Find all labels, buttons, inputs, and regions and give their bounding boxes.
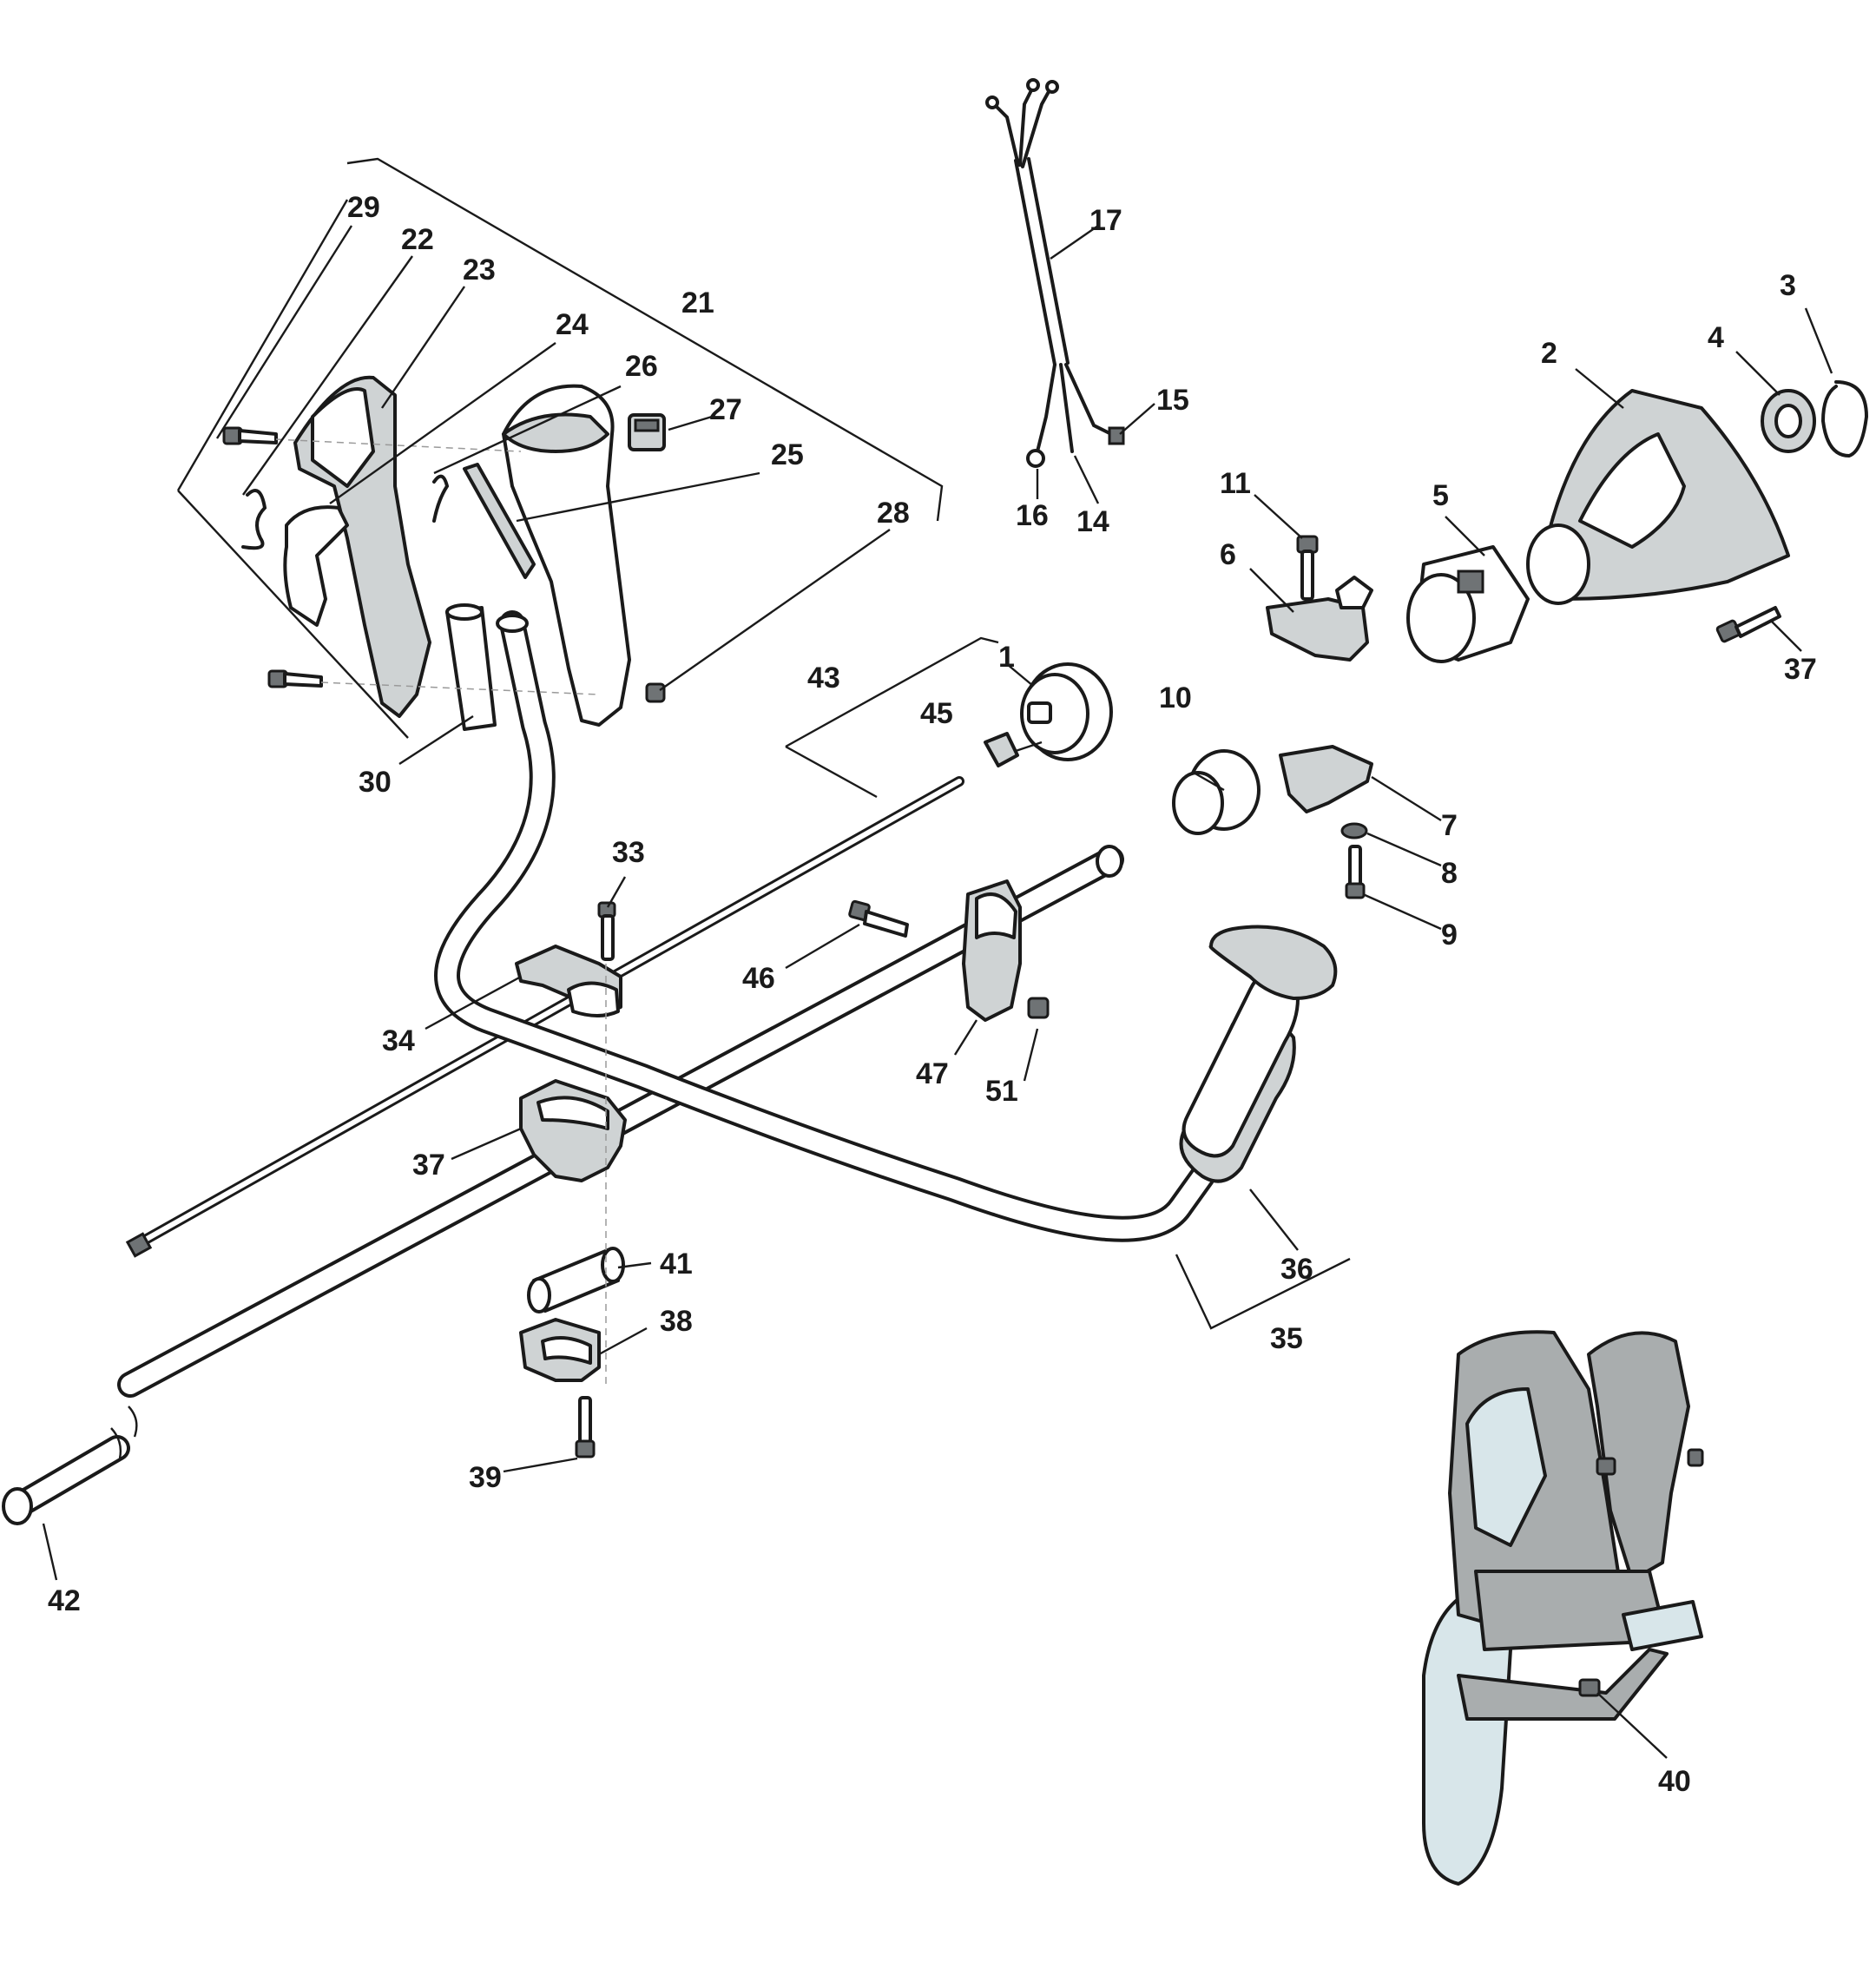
bracket-21-left (176, 199, 349, 491)
head-screw (1345, 845, 1366, 899)
bevel-housing-cone (1526, 389, 1790, 605)
head-clamp-screw (1296, 535, 1319, 601)
right-grip (1179, 925, 1338, 1183)
callout-26: 26 (625, 350, 658, 383)
callout-40: 41 (660, 1248, 693, 1281)
head-cover (1279, 745, 1373, 813)
callout-35: 35 (1270, 1322, 1303, 1355)
callout-29: 29 (347, 191, 380, 224)
callout-5: 5 (1432, 479, 1449, 512)
callout-38: 38 (660, 1305, 693, 1338)
handlebar (434, 610, 1215, 1242)
trigger-spring (241, 489, 267, 550)
callout-21: 21 (681, 286, 714, 319)
callout-17: 17 (1089, 204, 1122, 237)
callout-15: 15 (1156, 384, 1189, 417)
callout-10: 10 (1159, 681, 1192, 714)
control-cable (985, 78, 1125, 468)
clamp-screw-lower (575, 1396, 596, 1458)
clamp-base (519, 1318, 601, 1382)
callout-7: 7 (1441, 809, 1458, 842)
callout-2: 2 (1541, 337, 1557, 370)
clutch-drum (1020, 662, 1113, 761)
callout-37-clamp: 37 (412, 1149, 445, 1182)
callout-36: 36 (1280, 1253, 1313, 1286)
callout-46: 47 (916, 1057, 949, 1090)
shaft-adapter (984, 732, 1019, 767)
housing-screw (1715, 606, 1781, 643)
callout-43: 45 (920, 697, 953, 730)
bearing-bush (1172, 749, 1261, 835)
callout-22: 22 (401, 223, 434, 256)
handle-screw-bottom (267, 669, 323, 688)
callout-11: 11 (1220, 467, 1251, 500)
stop-switch (628, 413, 666, 451)
callout-27: 27 (709, 393, 742, 426)
callout-47: 51 (985, 1075, 1018, 1108)
callout-labels: 29 22 23 21 24 26 27 25 28 30 17 15 16 1… (48, 191, 1817, 1798)
bracket-35 (1175, 1254, 1351, 1330)
head-clamp-half (1266, 576, 1373, 662)
gear-housing (1406, 545, 1530, 663)
callout-8: 8 (1441, 857, 1458, 890)
handle-spring-clip (432, 474, 450, 523)
callout-42: 43 (807, 662, 840, 695)
callout-33: 33 (612, 836, 645, 869)
callout-4: 4 (1708, 321, 1724, 354)
bracket-42-top (785, 636, 999, 748)
bracket-21 (346, 157, 944, 522)
rear-handle-left-half (293, 375, 431, 718)
callout-51: 40 (1658, 1765, 1691, 1798)
clamp-screw-upper (597, 901, 616, 961)
callout-1: 1 (998, 641, 1015, 674)
clamp-sleeve (527, 1247, 625, 1313)
handle-sleeve (445, 603, 497, 731)
callout-28: 28 (877, 497, 910, 530)
guide-line-handle-top (275, 438, 522, 452)
callout-45: 46 (742, 962, 775, 995)
callout-23: 23 (463, 253, 496, 286)
handle-nut (645, 682, 666, 703)
callout-37-head: 37 (1784, 653, 1817, 686)
callout-14: 14 (1076, 505, 1109, 538)
guide-line-handle-bottom (320, 681, 600, 695)
rear-handle-right-half (502, 384, 631, 727)
drive-shaft (125, 776, 964, 1258)
callout-9: 9 (1441, 918, 1458, 951)
callout-41: 42 (48, 1584, 81, 1617)
bracket-21-bottom (177, 490, 409, 739)
tube-clamp (962, 879, 1050, 1022)
callout-34: 34 (382, 1024, 415, 1057)
handlebar-clamp-lower (519, 1079, 627, 1182)
callout-25: 25 (771, 438, 804, 471)
head-washer (1340, 822, 1368, 839)
callout-16: 16 (1016, 499, 1049, 532)
callout-6: 6 (1220, 538, 1236, 571)
callout-24: 24 (556, 308, 589, 341)
throttle-lever (463, 463, 536, 579)
handle-screw-top (222, 426, 278, 445)
leader-lines (42, 225, 1833, 1759)
circlip (1820, 380, 1869, 458)
tube-clamp-screw (848, 899, 909, 938)
ball-bearing (1761, 389, 1816, 453)
bracket-42 (785, 745, 878, 799)
callout-3: 3 (1780, 269, 1796, 302)
shoulder-harness (1422, 1330, 1704, 1886)
callout-30: 30 (359, 766, 392, 799)
callout-39: 39 (469, 1461, 502, 1494)
throttle-trigger (283, 505, 349, 627)
